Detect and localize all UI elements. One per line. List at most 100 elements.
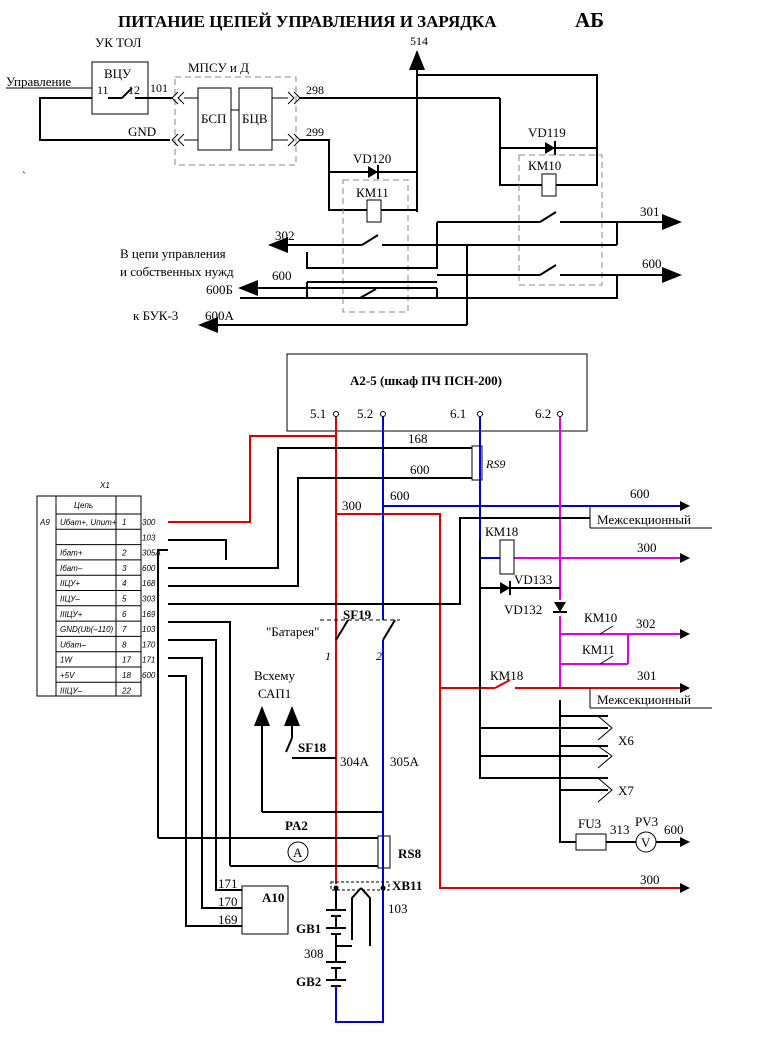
fu3-fuse	[575, 833, 607, 851]
x1-row-name: Iбат+	[60, 549, 83, 558]
wire-600-a: 600	[410, 462, 430, 477]
km18-label-a: КМ18	[485, 524, 518, 539]
vcu-label: ВЦУ	[104, 66, 132, 81]
x1-row-wire: 171	[142, 656, 155, 665]
x1-row-wire: 103	[142, 625, 156, 634]
wire-103: 103	[388, 901, 408, 916]
x1-row-wire: 170	[142, 640, 156, 649]
mpsu-label: МПСУ и Д	[188, 60, 249, 75]
mezh-label-2: Межсекционный	[597, 692, 691, 707]
wire-308: 308	[304, 946, 324, 961]
a9-label: A9	[39, 518, 50, 527]
sf19-pin2: 2	[376, 649, 382, 663]
km11-label-b: КМ11	[582, 642, 615, 657]
x1-row-pin: 17	[122, 656, 131, 665]
gnd-label: GND	[128, 124, 156, 139]
wire-168: 168	[408, 431, 428, 446]
sf18-label: SF18	[298, 740, 327, 755]
x1-row-pin: 4	[122, 579, 127, 588]
km10-label-b: КМ10	[584, 610, 617, 625]
x1-row-name: Uбат–	[60, 640, 86, 649]
km10-box	[518, 154, 603, 286]
x1-row-name: IIЦУ–	[60, 595, 80, 604]
rs9-shunt	[471, 445, 483, 481]
bsp-block	[197, 87, 232, 151]
wire-301-b: 301	[637, 668, 657, 683]
batareya-label: "Батарея"	[266, 624, 319, 639]
vd132-label: VD132	[504, 602, 542, 617]
x1-row-wire: 305А	[142, 549, 161, 558]
vskhemu-label-1: Всхему	[254, 668, 295, 683]
diagram-title: ПИТАНИЕ ЦЕПЕЙ УПРАВЛЕНИЯ И ЗАРЯДКА	[118, 12, 497, 31]
x1-row-wire: 303	[142, 595, 156, 604]
pin-6-1: 6.1	[450, 406, 466, 421]
wire-600-b: 600	[390, 488, 410, 503]
wire-600-left: 600	[272, 268, 292, 283]
a25-label: А2-5 (шкаф ПЧ ПСН-200)	[350, 373, 502, 388]
sf19-pin1: 1	[325, 649, 331, 663]
wire-169: 169	[218, 912, 238, 927]
diagram-title-ab: АБ	[575, 8, 604, 32]
wire-171: 171	[218, 876, 238, 891]
vd119-label: VD119	[528, 125, 566, 140]
stray-mark: `	[22, 169, 26, 183]
wire-600b: 600Б	[206, 282, 233, 297]
xb11-label: XB11	[392, 878, 422, 893]
mpsu-box	[174, 76, 297, 166]
bottom-circuit: А2-5 (шкаф ПЧ ПСН-200) 5.1 5.2 6.1 6.2 3…	[157, 353, 712, 1023]
x1-row-wire: 169	[142, 610, 156, 619]
pin-6-2: 6.2	[535, 406, 551, 421]
rs9-label: RS9	[485, 457, 505, 471]
km11-label: КМ11	[356, 185, 389, 200]
mezh-label-1: Межсекционный	[597, 512, 691, 527]
bcv-label: БЦВ	[242, 111, 268, 126]
vd120-label: VD120	[353, 151, 391, 166]
uk-tol-label: УК ТОЛ	[95, 35, 142, 50]
x1-row-name: 1W	[60, 656, 73, 665]
wire-301-top: 301	[640, 204, 660, 219]
gb2-label: GB2	[296, 974, 321, 989]
pa2-label: PA2	[285, 818, 308, 833]
wire-600a: 600А	[205, 308, 235, 323]
x1-row-name: IIIЦУ–	[60, 686, 83, 695]
x1-row-name: IIIЦУ+	[60, 610, 83, 619]
x1-row-wire: 600	[142, 564, 156, 573]
wire-101: 101	[150, 81, 168, 95]
a10-label: A10	[262, 890, 284, 905]
vd133-label: VD133	[514, 572, 552, 587]
km18-coil	[499, 539, 515, 575]
rs8-shunt	[377, 835, 391, 869]
bsp-label: БСП	[201, 111, 226, 126]
top-circuit: УК ТОЛ ВЦУ 11 12 Управление GND 101 МПСУ…	[6, 34, 682, 333]
x1-row-pin: 8	[122, 640, 127, 649]
x1-row-name: IIЦУ+	[60, 579, 80, 588]
gb1-label: GB1	[296, 921, 321, 936]
wire-304a: 304А	[340, 754, 370, 769]
bcv-block	[238, 87, 273, 151]
x1-row-wire: 103	[142, 533, 156, 542]
wire-300-c: 300	[640, 872, 660, 887]
x1-row-pin: 2	[121, 549, 127, 558]
wire-305a: 305А	[390, 754, 420, 769]
pin-5-2: 5.2	[357, 406, 373, 421]
x7-label: X7	[618, 783, 634, 798]
wire-298: 298	[306, 83, 324, 97]
pv3-label: PV3	[635, 814, 658, 829]
wire-302-b: 302	[636, 616, 656, 631]
wire-299: 299	[306, 125, 324, 139]
pin-11-label: 11	[97, 83, 109, 97]
x1-row-wire: 600	[142, 671, 156, 680]
wire-300-a: 300	[342, 498, 362, 513]
wire-313: 313	[610, 822, 630, 837]
x1-row-name: +5V	[60, 671, 75, 680]
x1-row-wire: 168	[142, 579, 156, 588]
rs8-label: RS8	[398, 846, 422, 861]
x1-row-pin: 1	[122, 518, 126, 527]
pin-12-label: 12	[128, 83, 140, 97]
pin-5-1: 5.1	[310, 406, 326, 421]
pa2-a: A	[293, 845, 303, 860]
wire-170: 170	[218, 894, 238, 909]
sf19-label: SF19	[343, 607, 372, 622]
km18-label-b: КМ18	[490, 668, 523, 683]
